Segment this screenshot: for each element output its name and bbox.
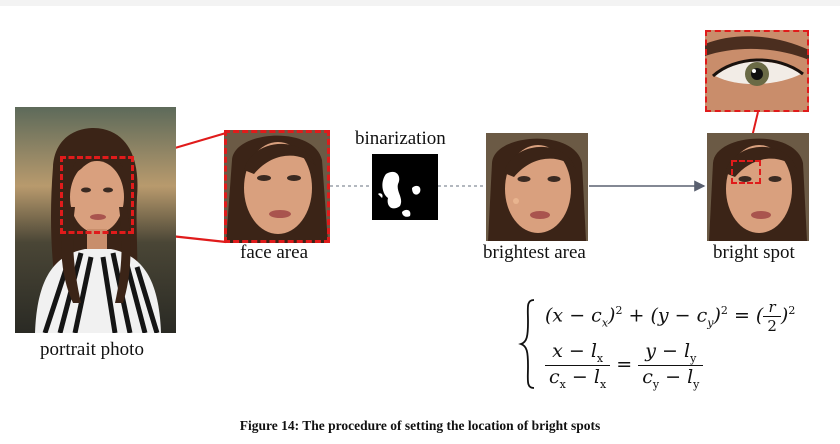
binarized-image	[372, 154, 438, 220]
bright-spot-label: bright spot	[713, 242, 795, 263]
eye-region-box	[731, 160, 761, 184]
zoomed-eye-image	[705, 30, 809, 112]
bright-spot-image	[707, 133, 809, 241]
figure-caption: Figure 14: The procedure of setting the …	[239, 418, 601, 433]
portrait-face-box	[60, 156, 134, 234]
brightest-area-image	[486, 133, 588, 241]
face-area-image	[224, 130, 330, 243]
equation-line: x − lx cx − lx = y − ly cy − ly	[545, 340, 704, 391]
top-strip	[0, 0, 840, 6]
brightest-area-label: brightest area	[483, 242, 586, 263]
binarization-label: binarization	[355, 128, 446, 149]
face-area-box	[224, 130, 330, 243]
equation-brace	[518, 299, 535, 389]
zoomed-eye-box	[705, 30, 809, 112]
face-area-label: face area	[240, 242, 309, 263]
portrait-photo-label: portrait photo	[40, 339, 144, 360]
